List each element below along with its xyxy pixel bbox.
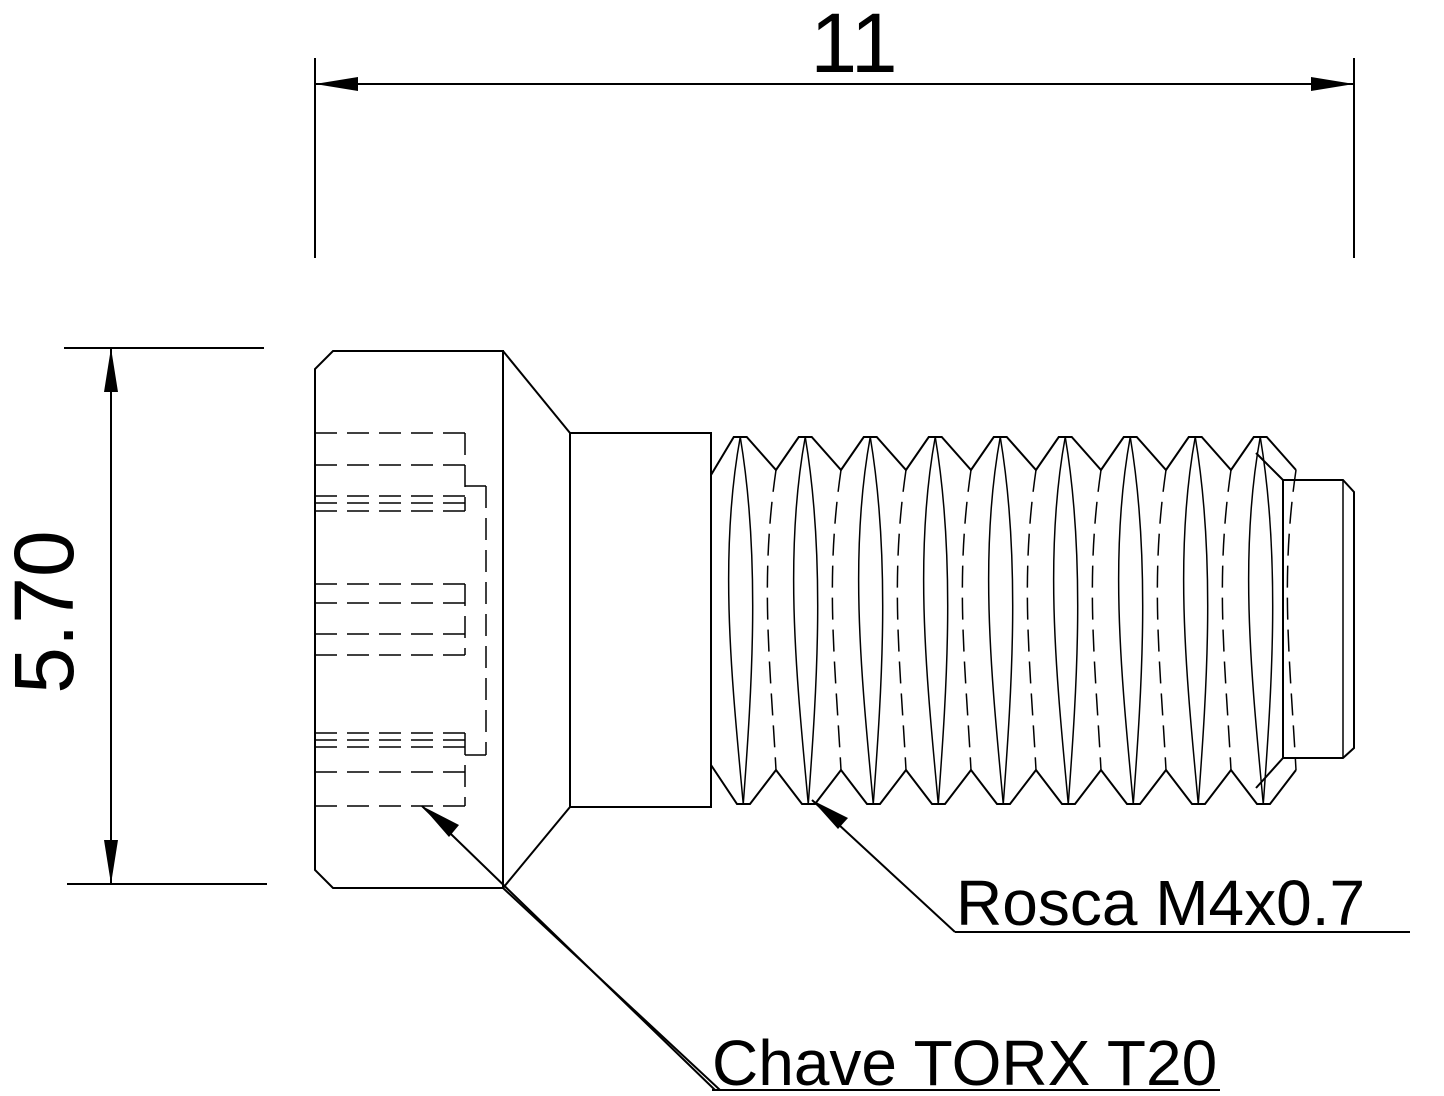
- length-dimension: 11: [314, 0, 1355, 258]
- thread-crest-curve: [792, 436, 809, 805]
- thread-crest-curve-back: [1259, 436, 1274, 805]
- thread-crest-curve: [1117, 436, 1134, 805]
- drive-callout: Chave TORX T20: [421, 805, 1220, 1096]
- head-chamfer-bottom: [502, 806, 571, 889]
- diameter-arrow-top: [104, 348, 118, 392]
- screw-head: [314, 350, 571, 889]
- thread-runout-top: [1255, 452, 1284, 481]
- length-dimension-value: 11: [810, 0, 897, 90]
- thread-crest-curve: [727, 436, 744, 805]
- thread-crest-curve-back: [1064, 436, 1079, 805]
- thread-crest-curve: [922, 436, 939, 805]
- screw-tip: [1282, 479, 1355, 759]
- thread-callout: Rosca M4x0.7: [811, 799, 1410, 939]
- thread-crest-curve-back: [999, 436, 1014, 805]
- thread-root-hidden-line: [961, 469, 972, 771]
- thread-root-hidden-line: [896, 469, 907, 771]
- thread-crest-curve: [1182, 436, 1199, 805]
- thread-root-hidden-line: [1286, 469, 1297, 771]
- thread-root-hidden-line: [1221, 469, 1232, 771]
- thread-crest-curve-back: [869, 436, 884, 805]
- thread-root-hidden-line: [766, 469, 777, 771]
- thread-crest-curve-back: [1194, 436, 1209, 805]
- thread-root-hidden-line: [1091, 469, 1102, 771]
- length-arrow-left: [315, 77, 358, 91]
- thread-leader-arrow: [812, 800, 848, 829]
- head-chamfer-top: [502, 350, 571, 434]
- thread-crest-curve-back: [804, 436, 819, 805]
- head-outline: [314, 350, 504, 889]
- thread-crest-curve: [987, 436, 1004, 805]
- thread-callout-label: Rosca M4x0.7: [956, 867, 1365, 939]
- thread-crest-curve: [857, 436, 874, 805]
- screw-neck: [569, 432, 712, 808]
- thread-crest-curve-back: [1129, 436, 1144, 805]
- thread-root-hidden-line: [1026, 469, 1037, 771]
- drive-callout-label: Chave TORX T20: [712, 1027, 1217, 1096]
- drive-leader-arrow: [422, 806, 459, 837]
- thread-crest-curve-back: [739, 436, 754, 805]
- thread-crest-curve: [1052, 436, 1069, 805]
- diameter-dimension-value: 5.70: [0, 530, 91, 694]
- thread-section: [710, 433, 1297, 807]
- thread-crest-curve: [1247, 436, 1264, 805]
- thread-runout-bottom: [1255, 757, 1284, 789]
- thread-root-hidden-line: [831, 469, 842, 771]
- thread-crest-curve-back: [934, 436, 949, 805]
- length-arrow-right: [1311, 77, 1354, 91]
- torx-recess-hidden-lines: [315, 432, 487, 807]
- diameter-arrow-bottom: [104, 840, 118, 884]
- drive-leader-line-b: [502, 887, 721, 1091]
- thread-root-hidden-line: [1156, 469, 1167, 771]
- diameter-dimension: 5.70: [0, 347, 267, 885]
